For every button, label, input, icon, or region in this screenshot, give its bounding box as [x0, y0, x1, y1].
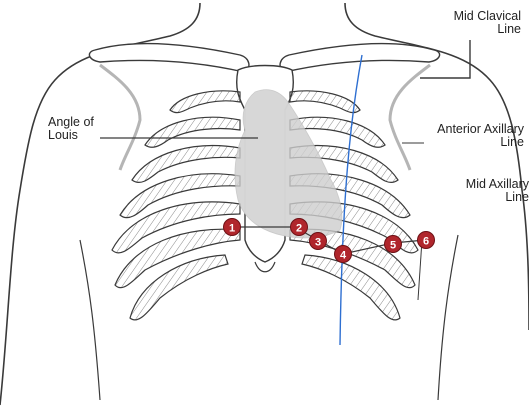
torso-side-left: [80, 240, 100, 400]
mid-axillary-marker: [418, 240, 422, 300]
xiphoid: [255, 262, 275, 272]
scapula-left: [100, 65, 140, 170]
electrode-3: 3: [310, 233, 327, 250]
electrode-2: 2: [291, 219, 308, 236]
electrode-4-label: 4: [340, 250, 347, 262]
mid-axillary-line-label: Mid Axillary Line: [466, 178, 529, 204]
torso-outline: [0, 3, 200, 405]
anterior-axillary-line-label: Anterior Axillary Line: [437, 123, 524, 149]
electrode-6-label: 6: [423, 236, 429, 248]
electrode-5: 5: [385, 236, 402, 253]
scapula-right: [390, 65, 430, 170]
ribs-left: [112, 91, 240, 320]
electrode-3-label: 3: [315, 237, 321, 249]
torso-side-right: [438, 235, 458, 400]
electrode-1-label: 1: [229, 223, 235, 235]
heart-overlay: [235, 90, 342, 238]
electrode-5-label: 5: [390, 240, 396, 252]
angle-of-louis-label: Angle of Louis: [48, 116, 94, 142]
mid-clavical-line-label: Mid Clavical Line: [454, 10, 521, 36]
electrode-2-label: 2: [296, 223, 302, 235]
electrode-1: 1: [224, 219, 241, 236]
electrode-6: 6: [418, 232, 435, 249]
electrode-4: 4: [335, 246, 352, 263]
clavicle-left: [89, 44, 249, 72]
